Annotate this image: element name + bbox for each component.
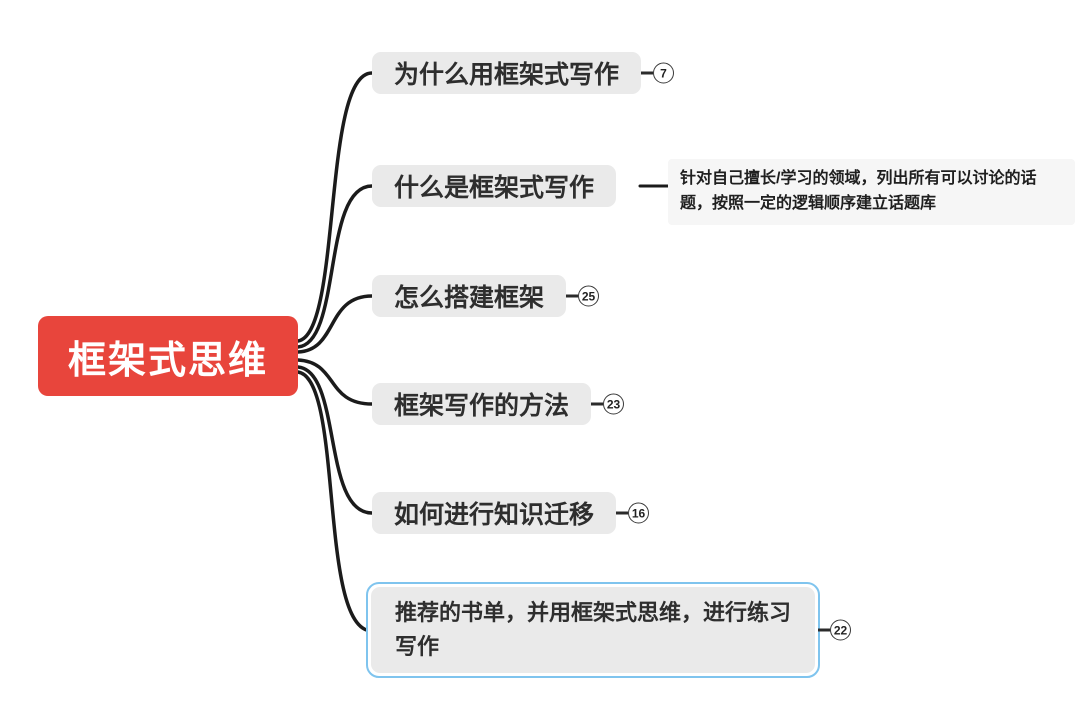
connector-line: [296, 294, 374, 354]
selected-node-outline: 推荐的书单，并用框架式思维，进行练习写作 22: [366, 582, 851, 679]
node-count-badge[interactable]: 22: [818, 619, 851, 641]
badge-number: 16: [628, 502, 650, 524]
root-node-label: 框架式思维: [67, 339, 268, 382]
node-what-is-framework-writing[interactable]: 什么是框架式写作: [372, 165, 617, 207]
node-count-badge[interactable]: 16: [616, 502, 650, 524]
badge-number: 22: [830, 619, 851, 641]
connector-line: [296, 370, 374, 633]
node-recommended-booklist[interactable]: 推荐的书单，并用框架式思维，进行练习写作: [371, 587, 815, 674]
connector-line: [296, 71, 374, 343]
node-count-badge[interactable]: 25: [566, 285, 600, 307]
node-why-use-framework-writing[interactable]: 为什么用框架式写作 7: [372, 52, 675, 94]
node-knowledge-transfer[interactable]: 如何进行知识迁移 16: [372, 492, 650, 534]
node-how-to-build-framework[interactable]: 怎么搭建框架 25: [372, 275, 600, 317]
connector-line: [296, 365, 374, 515]
node-label: 怎么搭建框架: [394, 284, 545, 312]
connector-line: [296, 184, 374, 349]
connector-line: [296, 358, 374, 406]
node-label: 什么是框架式写作: [394, 174, 595, 202]
badge-dash: [591, 402, 604, 406]
badge-dash: [818, 628, 830, 632]
node-label: 如何进行知识迁移: [394, 501, 595, 529]
badge-dash: [566, 294, 579, 298]
node-framework-writing-methods[interactable]: 框架写作的方法 23: [372, 383, 625, 425]
badge-number: 7: [653, 62, 675, 84]
node-label: 框架写作的方法: [394, 392, 570, 420]
node-count-badge[interactable]: 7: [641, 62, 675, 84]
badge-number: 23: [603, 393, 625, 415]
node-label: 推荐的书单，并用框架式思维，进行练习写作: [395, 600, 792, 660]
node-count-badge[interactable]: 23: [591, 393, 625, 415]
badge-dash: [641, 71, 654, 75]
badge-number: 25: [578, 285, 600, 307]
root-node[interactable]: 框架式思维: [38, 316, 298, 396]
badge-dash: [616, 511, 629, 515]
note-topic-library[interactable]: 针对自己擅长/学习的领域，列出所有可以讨论的话题，按照一定的逻辑顺序建立话题库: [668, 159, 1075, 225]
node-label: 为什么用框架式写作: [394, 61, 620, 89]
